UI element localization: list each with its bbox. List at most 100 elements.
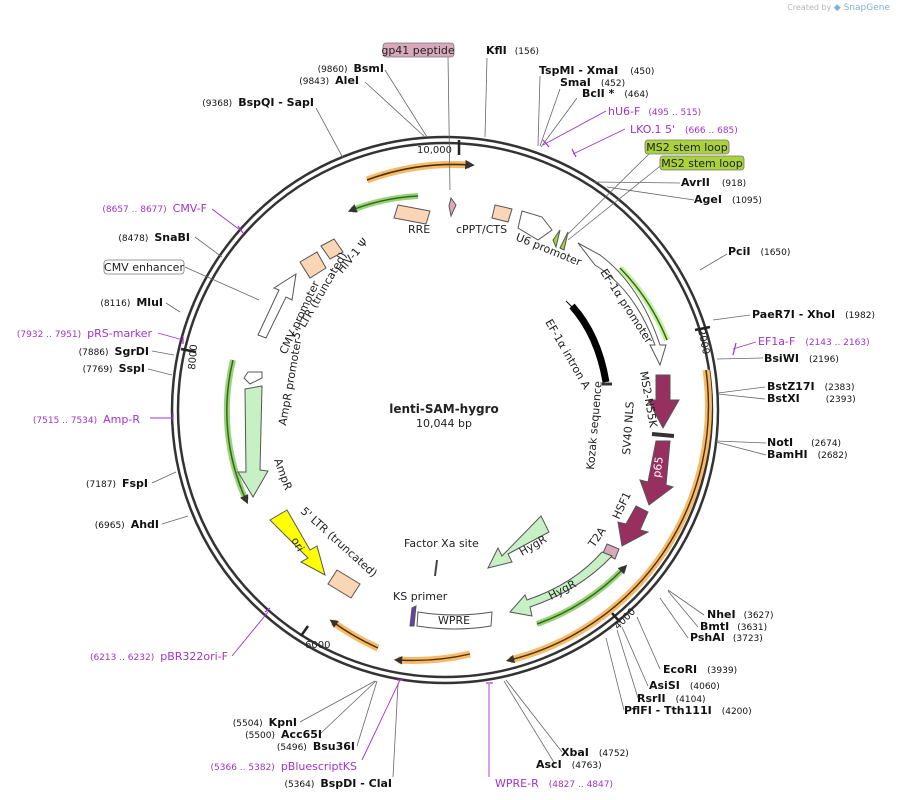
ef1a-intron-start-tick xyxy=(565,300,573,308)
site-bstz17i[interactable]: BstZ17I(2383) xyxy=(767,380,855,393)
alei-connector xyxy=(364,81,426,138)
site-noti[interactable]: NotI(2674) xyxy=(767,436,841,449)
site-ahdi[interactable]: (6965)AhdI xyxy=(95,518,159,531)
ruler-label-6000: 6000 xyxy=(305,640,330,651)
ltr-5-top-feature[interactable] xyxy=(299,251,327,279)
backbone-outer-ring xyxy=(170,135,720,685)
asci-connector xyxy=(503,680,556,765)
site-alei[interactable]: (9843)AleI xyxy=(299,74,359,87)
hygr-inner-feature[interactable] xyxy=(487,515,550,569)
bsmi-connector xyxy=(384,69,428,138)
primer-pbluescriptks[interactable]: (5366 .. 5382)pBluescriptKS xyxy=(211,760,357,773)
cppt-cts-feature[interactable] xyxy=(448,196,457,218)
site-smai[interactable]: SmaI(452) xyxy=(560,76,625,89)
site-bamhi[interactable]: BamHI(2682) xyxy=(767,448,848,461)
green-arc-4-line xyxy=(226,359,249,505)
site-ecori[interactable]: EcoRI(3939) xyxy=(663,663,737,676)
site-pflfi[interactable]: PflFI - Tth111I(4200) xyxy=(624,704,752,717)
cmv-promoter-feature[interactable] xyxy=(257,272,297,339)
primer-ef1af[interactable]: EF1a-F(2143 .. 2163) xyxy=(758,335,870,348)
u6-promoter-feature[interactable] xyxy=(517,210,553,241)
created-by-text: Created by xyxy=(787,3,832,12)
ms2-a-box xyxy=(644,139,730,155)
primer-ampr[interactable]: (7515 .. 7534)Amp-R xyxy=(33,413,140,426)
annotation-arcs xyxy=(223,159,712,665)
mlui-connector xyxy=(165,302,181,313)
ef1a-promoter-feature[interactable] xyxy=(577,242,667,367)
bmti-connector xyxy=(667,590,699,628)
primer-pbr322orif[interactable]: (6213 .. 6232)pBR322ori-F xyxy=(90,650,228,663)
site-bmti[interactable]: BmtI(3631) xyxy=(700,620,767,633)
cmvf-connector xyxy=(211,208,241,231)
ef1a-intron-feature[interactable] xyxy=(569,303,610,383)
site-bcli[interactable]: BclI *(464) xyxy=(582,87,649,100)
ampr-label: AmpR xyxy=(271,457,295,493)
p65-label: p65 xyxy=(650,456,666,479)
site-paer7i[interactable]: PaeR7I - XhoI(1982) xyxy=(752,308,875,321)
u6-flank-feature[interactable] xyxy=(491,204,513,223)
sv40-nls-feature[interactable] xyxy=(651,432,675,438)
site-tspmi[interactable]: TspMI - XmaI(450) xyxy=(539,64,654,77)
ori-feature[interactable] xyxy=(269,509,326,576)
primer-lko15[interactable]: LKO.1 5'(666 .. 685) xyxy=(630,123,738,136)
ampr-feature[interactable] xyxy=(237,385,269,498)
orange-arc-4-line xyxy=(329,619,379,649)
wpre-label: WPRE xyxy=(438,614,470,627)
site-asci[interactable]: AscI(4763) xyxy=(536,758,602,771)
backbone xyxy=(170,135,720,685)
features xyxy=(237,196,680,630)
ori-label: ori xyxy=(288,535,306,554)
ampr-promoter-feature[interactable] xyxy=(243,371,263,385)
ruler-tick-4000 xyxy=(610,611,621,623)
ks-primer-feature[interactable] xyxy=(409,605,417,627)
site-bstxi[interactable]: BstXI(2393) xyxy=(767,392,856,405)
ltr-5-bottom-feature[interactable] xyxy=(327,569,361,599)
site-fspi[interactable]: (7187)FspI xyxy=(86,477,148,490)
cmv-enhancer-box xyxy=(103,259,185,275)
primer-hu6f[interactable]: hU6-F(495 .. 515) xyxy=(608,105,701,118)
primer-marks xyxy=(172,139,737,684)
site-bsiwi[interactable]: BsiWI(2196) xyxy=(764,352,839,365)
site-asisi[interactable]: AsiSI(4060) xyxy=(649,679,720,692)
site-pcii[interactable]: PciI(1650) xyxy=(728,245,790,258)
gp41-connector xyxy=(447,55,451,191)
bspqi-connector xyxy=(315,107,344,159)
rre-feature[interactable] xyxy=(393,204,431,225)
site-xbai[interactable]: XbaI(4752) xyxy=(561,746,629,759)
site-bsu36i[interactable]: (5496)Bsu36I xyxy=(277,740,355,753)
site-agei[interactable]: AgeI(1095) xyxy=(694,193,762,206)
ms2-stem-loop-a-feature[interactable] xyxy=(552,229,561,249)
site-kfli[interactable]: KflI(156) xyxy=(486,44,539,57)
site-bspdi[interactable]: (5364)BspDI - ClaI xyxy=(284,777,392,790)
primer-cmvf[interactable]: (8657 .. 8677)CMV-F xyxy=(102,202,207,215)
hsf1-feature[interactable] xyxy=(617,505,650,547)
plasmid-name: lenti-SAM-hygro xyxy=(389,402,499,416)
ms2-stem-loop-b-feature[interactable] xyxy=(559,231,569,251)
bstz17i-connector xyxy=(717,386,766,394)
p65-feature[interactable] xyxy=(639,440,675,506)
site-mlui[interactable]: (8116)MluI xyxy=(100,296,163,309)
cmv-enhancer-connector xyxy=(184,266,260,301)
site-nhei[interactable]: NheI(3627) xyxy=(707,608,774,621)
green-arc-3-line xyxy=(536,564,628,625)
site-bsmi[interactable]: (9860)BsmI xyxy=(318,62,384,75)
ms2-a-connector xyxy=(565,147,656,237)
site-acc65i[interactable]: (5500)Acc65I xyxy=(245,728,322,741)
site-snabi[interactable]: (8478)SnaBI xyxy=(118,231,190,244)
factor-xa-feature[interactable] xyxy=(434,559,438,577)
site-sgrdi[interactable]: (7886)SgrDI xyxy=(79,345,149,358)
site-sspi[interactable]: (7769)SspI xyxy=(83,362,145,375)
site-avrii[interactable]: AvrII(918) xyxy=(681,176,746,189)
site-rsrii[interactable]: RsrII(4104) xyxy=(637,692,706,705)
hiv-psi-feature[interactable] xyxy=(320,238,344,260)
site-bspqi[interactable]: (9368)BspQI - SapI xyxy=(202,96,314,109)
wpre-feature[interactable] xyxy=(416,611,493,630)
plasmid-title: lenti-SAM-hygro 10,044 bp xyxy=(389,402,499,430)
site-kpni[interactable]: (5504)KpnI xyxy=(233,716,297,729)
primer-prsmarker[interactable]: (7932 .. 7951)pRS-marker xyxy=(17,327,153,340)
primer-wprer[interactable]: WPRE-R(4827 .. 4847) xyxy=(495,777,613,790)
site-pshai[interactable]: PshAI(3723) xyxy=(690,631,763,644)
hygr-outer-feature[interactable] xyxy=(509,551,613,617)
ms2-n55k-feature[interactable] xyxy=(647,374,680,430)
t2a-feature[interactable] xyxy=(602,543,620,560)
